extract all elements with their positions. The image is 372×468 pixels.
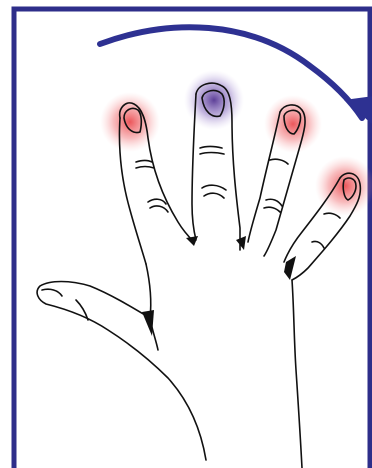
- ring-fingertip-glow: [184, 70, 244, 130]
- little-fingertip-glow: [100, 92, 160, 152]
- finger-gap-shadows: [142, 236, 296, 336]
- arrow-head-icon: [344, 96, 372, 124]
